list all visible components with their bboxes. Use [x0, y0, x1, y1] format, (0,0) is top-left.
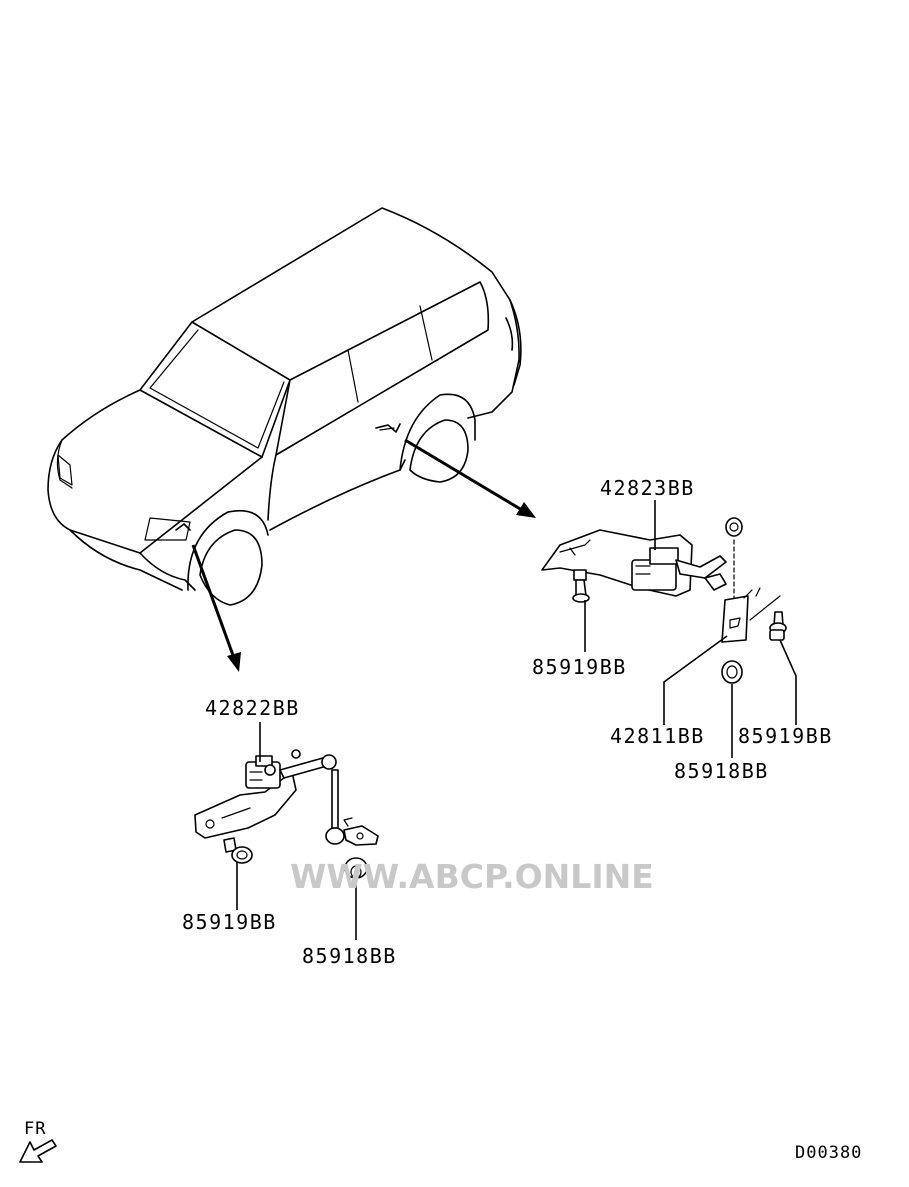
front-leader-lines: [236, 722, 357, 940]
front-bolt: [223, 837, 253, 864]
front-direction-arrow-icon: [19, 1139, 57, 1163]
front-direction-indicator: FR: [19, 1119, 57, 1163]
rear-left-bolt: [572, 569, 590, 603]
label-front-bolt: 85919BB: [182, 910, 277, 934]
label-front-sensor: 42822BB: [205, 696, 300, 720]
front-height-sensor-assembly: [194, 749, 379, 879]
label-front-nut: 85918BB: [302, 944, 397, 968]
label-rear-sensor: 42823BB: [600, 476, 695, 500]
watermark: WWW.ABCP.ONLINE: [290, 857, 654, 896]
arrow-to-front-sensor: [191, 544, 241, 672]
label-rear-link: 42811BB: [610, 724, 705, 748]
front-nut: [344, 857, 368, 879]
rear-height-sensor-assembly: [541, 517, 787, 684]
label-rear-nut: 85918BB: [674, 759, 769, 783]
direction-label: FR: [24, 1119, 46, 1139]
rear-nut: [721, 660, 743, 684]
rear-right-bolt: [769, 611, 787, 641]
diagram-code: D00380: [795, 1143, 862, 1163]
arrow-to-rear-sensor: [404, 438, 536, 518]
label-rear-bolt-right: 85919BB: [738, 724, 833, 748]
vehicle-illustration: [47, 207, 522, 606]
rear-leader-lines: [584, 500, 797, 758]
label-rear-bolt-left: 85919BB: [532, 655, 627, 679]
